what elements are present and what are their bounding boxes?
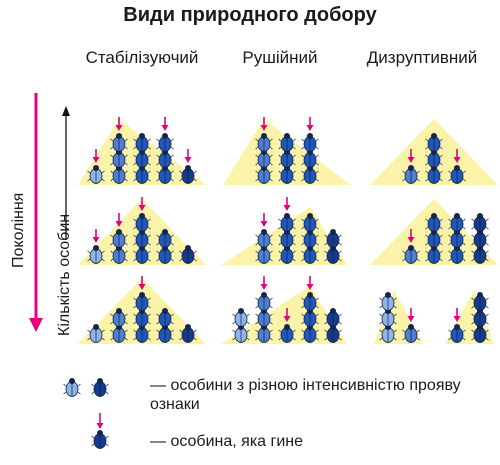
beetle-icon — [156, 229, 174, 248]
beetle-icon — [471, 213, 489, 232]
dying-arrow-icon — [138, 276, 146, 290]
beetle-icon — [425, 213, 443, 232]
selection-panel — [370, 199, 498, 265]
legend-variation-text: — особини з різною інтенсивністю прояву … — [150, 377, 461, 413]
beetle-icon — [278, 149, 296, 168]
beetle-icon — [402, 165, 420, 184]
dying-arrow-icon — [92, 149, 100, 163]
beetle-icon — [179, 324, 197, 343]
beetle-icon — [91, 378, 109, 397]
beetle-icon — [448, 165, 466, 184]
column-stabilizing: Стабілізуючий — [85, 48, 199, 67]
selection-panel — [78, 276, 206, 344]
beetle-icon — [63, 378, 81, 397]
beetle-icon — [278, 213, 296, 232]
dying-arrow-icon — [407, 229, 415, 243]
beetle-icon — [255, 133, 273, 152]
dying-arrow-icon — [283, 308, 291, 322]
dying-arrow-icon — [96, 413, 104, 429]
selection-panel — [78, 197, 206, 265]
beetle-icon — [278, 245, 296, 264]
dying-arrow-icon — [306, 276, 314, 290]
beetle-icon — [87, 165, 105, 184]
beetle-icon — [91, 430, 109, 449]
selection-panel — [221, 197, 347, 265]
dying-arrow-icon — [184, 149, 192, 163]
beetle-icon — [278, 324, 296, 343]
beetle-icon — [301, 292, 319, 311]
dying-arrow-icon — [453, 308, 461, 322]
selection-panel — [370, 119, 498, 185]
diagram-title: Види природного добору — [123, 4, 377, 26]
beetle-icon — [133, 133, 151, 152]
dying-arrow-icon — [115, 117, 123, 131]
column-directional: Рушійний — [242, 48, 318, 67]
beetle-icon — [402, 324, 420, 343]
beetle-icon — [448, 213, 466, 232]
beetle-icon — [255, 229, 273, 248]
beetle-icon — [278, 133, 296, 152]
dying-arrow-icon — [407, 149, 415, 163]
beetle-icon — [324, 308, 342, 327]
beetle-icon — [110, 133, 128, 152]
dying-arrow-icon — [306, 117, 314, 131]
beetle-icon — [87, 324, 105, 343]
beetle-icon — [255, 324, 273, 343]
dying-arrow-icon — [283, 197, 291, 211]
dying-arrow-icon — [161, 117, 169, 131]
selection-panel — [223, 117, 351, 185]
beetle-icon — [133, 229, 151, 248]
dying-arrow-icon — [260, 213, 268, 227]
legend-dying-text: — особина, яка гине — [150, 433, 304, 450]
beetle-icon — [255, 245, 273, 264]
beetle-icon — [425, 149, 443, 168]
dying-arrow-icon — [260, 276, 268, 290]
beetle-icon — [448, 324, 466, 343]
beetle-icon — [87, 245, 105, 264]
beetle-icon — [301, 165, 319, 184]
dying-arrow-icon — [92, 229, 100, 243]
legend-icons — [63, 378, 109, 449]
dying-arrow-icon — [453, 149, 461, 163]
dying-arrow-icon — [407, 308, 415, 322]
beetle-icon — [156, 245, 174, 264]
beetle-icon — [179, 165, 197, 184]
selection-panel — [374, 290, 494, 344]
beetle-icon — [255, 292, 273, 311]
beetle-icon — [156, 308, 174, 327]
beetle-icon — [133, 213, 151, 232]
beetle-icon — [301, 213, 319, 232]
beetle-icon — [110, 229, 128, 248]
beetle-icon — [110, 308, 128, 327]
beetle-icon — [301, 133, 319, 152]
beetle-icon — [133, 165, 151, 184]
beetle-icon — [278, 165, 296, 184]
beetle-icon — [110, 245, 128, 264]
beetle-icon — [156, 133, 174, 152]
beetle-icon — [110, 165, 128, 184]
dying-arrow-icon — [260, 117, 268, 131]
selection-panel — [78, 117, 206, 185]
beetle-icon — [425, 133, 443, 152]
count-arrow — [62, 106, 70, 240]
generations-arrow — [29, 93, 43, 332]
beetle-icon — [324, 229, 342, 248]
beetle-icon — [179, 245, 197, 264]
selection-panel — [221, 276, 347, 344]
beetle-icon — [379, 292, 397, 311]
beetle-icon — [471, 292, 489, 311]
beetle-icon — [232, 308, 250, 327]
beetle-icon — [448, 229, 466, 248]
beetle-icon — [255, 308, 273, 327]
dying-arrow-icon — [115, 213, 123, 227]
dying-arrow-icon — [138, 197, 146, 211]
beetle-icon — [402, 245, 420, 264]
column-disruptive: Дизруптивний — [366, 48, 478, 67]
beetle-icon — [379, 324, 397, 343]
beetle-icon — [133, 292, 151, 311]
